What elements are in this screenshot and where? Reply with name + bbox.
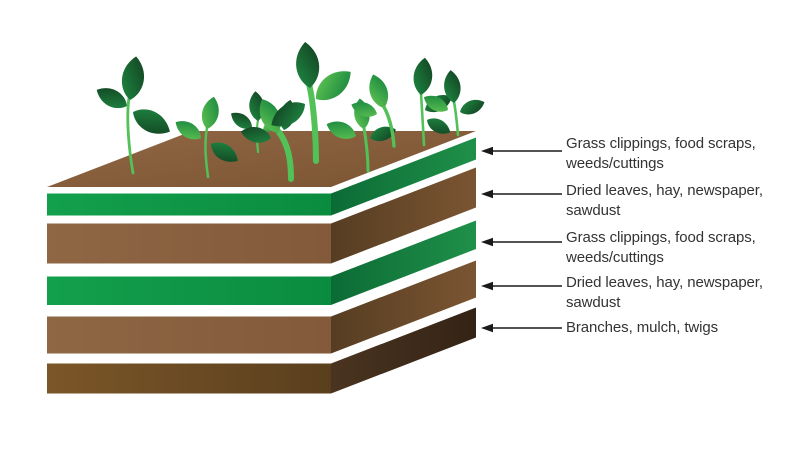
dark-brown-layer (47, 307, 476, 394)
arrow-to-green-layer-1 (481, 146, 562, 156)
green-layer-1-side (331, 137, 476, 216)
seedling-1 (92, 54, 175, 175)
seedling-8 (411, 56, 456, 147)
label-green-layer-2: Grass clippings, food scraps, weeds/cutt… (566, 229, 756, 266)
label-brown-layer-2: Dried leaves, hay, newspaper, sawdust (566, 274, 763, 311)
brown-layer-2 (47, 260, 476, 354)
seedling-7 (349, 71, 396, 148)
seedling-5 (266, 40, 358, 164)
arrow-to-brown-layer-2 (481, 281, 562, 291)
seedlings (92, 40, 487, 182)
green-layer-2-front (47, 276, 331, 305)
seedling-6 (323, 97, 399, 173)
green-layer-1-front (47, 193, 331, 216)
arrow-to-green-layer-2 (481, 237, 562, 247)
soil-top-face (47, 131, 476, 187)
layer-stack (47, 131, 476, 394)
seedling-9 (420, 69, 487, 137)
arrow-to-dark-brown-layer (481, 323, 562, 333)
brown-layer-2-side (331, 260, 476, 354)
green-layer-2 (47, 220, 476, 305)
label-arrows (481, 146, 562, 333)
dark-brown-layer-side (331, 307, 476, 394)
label-green-layer-1: Grass clippings, food scraps, weeds/cutt… (566, 135, 756, 172)
green-layer-2-side (331, 220, 476, 305)
brown-layer-1-front (47, 223, 331, 264)
arrow-to-brown-layer-1 (481, 189, 562, 199)
label-brown-layer-1: Dried leaves, hay, newspaper, sawdust (566, 182, 763, 219)
seedling-4 (239, 95, 298, 182)
brown-layer-1 (47, 167, 476, 264)
seedling-2 (171, 95, 243, 179)
green-layer-1 (47, 137, 476, 216)
brown-layer-1-side (331, 167, 476, 264)
dark-brown-layer-front (47, 363, 331, 394)
label-dark-brown-layer: Branches, mulch, twigs (566, 319, 719, 336)
brown-layer-2-front (47, 316, 331, 354)
